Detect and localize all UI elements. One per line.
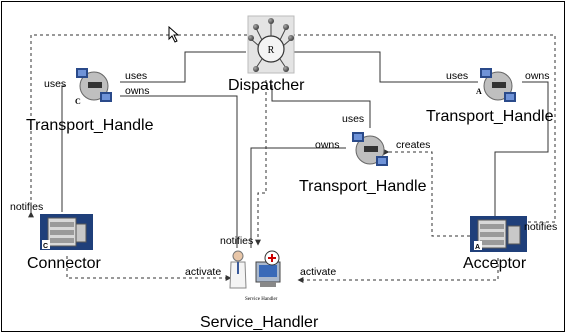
connector-icon: C — [40, 214, 93, 250]
transport-handle-icon-center — [352, 132, 388, 166]
svg-text:Service Handler: Service Handler — [245, 297, 278, 302]
edge-left-connector — [61, 85, 66, 212]
edge-label-owns-right: owns — [525, 70, 550, 82]
edge-dispatcher-left — [120, 51, 246, 83]
service-handler-icon: Service Handler — [229, 250, 281, 302]
edge-dispatcher-center — [271, 85, 371, 128]
edge-dispatcher-right — [293, 51, 478, 83]
transport-handle-right-label: Transport_Handle — [426, 108, 554, 125]
svg-text:A: A — [476, 87, 482, 96]
dispatcher-icon: R — [247, 15, 295, 74]
edge-label-activate-left: activate — [185, 266, 222, 278]
edge-label-uses-left-transport: uses — [44, 78, 67, 90]
svg-text:C: C — [43, 243, 48, 250]
edge-label-uses-center: uses — [342, 113, 365, 125]
edge-activate-left — [66, 256, 232, 281]
edge-center-owns — [250, 147, 346, 248]
edge-creates — [383, 149, 470, 237]
dispatcher-label: Dispatcher — [228, 77, 305, 94]
edge-label-owns-left: owns — [125, 85, 150, 97]
transport-handle-icon-right: A — [476, 68, 516, 102]
edge-label-notifies-connector: notifies — [10, 201, 44, 213]
edge-label-owns-center: owns — [315, 139, 340, 151]
transport-handle-center-label: Transport_Handle — [299, 178, 427, 195]
transport-handle-left-label: Transport_Handle — [26, 117, 154, 134]
svg-text:C: C — [75, 97, 81, 106]
edge-dispatcher-notifies — [255, 80, 267, 246]
mouse-cursor-icon — [168, 26, 180, 43]
svg-text:A: A — [475, 244, 480, 251]
edge-label-notifies-service: notifies — [220, 235, 254, 247]
edge-label-notifies-acceptor: notifies — [524, 221, 558, 233]
edge-label-uses-left-dispatcher: uses — [125, 70, 148, 82]
acceptor-label: Acceptor — [463, 255, 527, 272]
edge-activate-right — [297, 258, 499, 283]
transport-handle-icon-left: C — [75, 68, 112, 106]
svg-text:R: R — [268, 45, 275, 56]
acceptor-icon: A — [470, 216, 527, 252]
edge-label-uses-right: uses — [446, 70, 469, 82]
service-handler-label: Service_Handler — [200, 314, 319, 331]
connector-label: Connector — [27, 255, 101, 272]
edge-right-owns — [494, 81, 549, 218]
dashed-edges — [28, 34, 556, 283]
edge-left-owns — [120, 95, 238, 248]
edge-label-activate-right: activate — [300, 266, 337, 278]
edge-label-creates: creates — [396, 139, 431, 151]
solid-edges — [61, 51, 549, 248]
